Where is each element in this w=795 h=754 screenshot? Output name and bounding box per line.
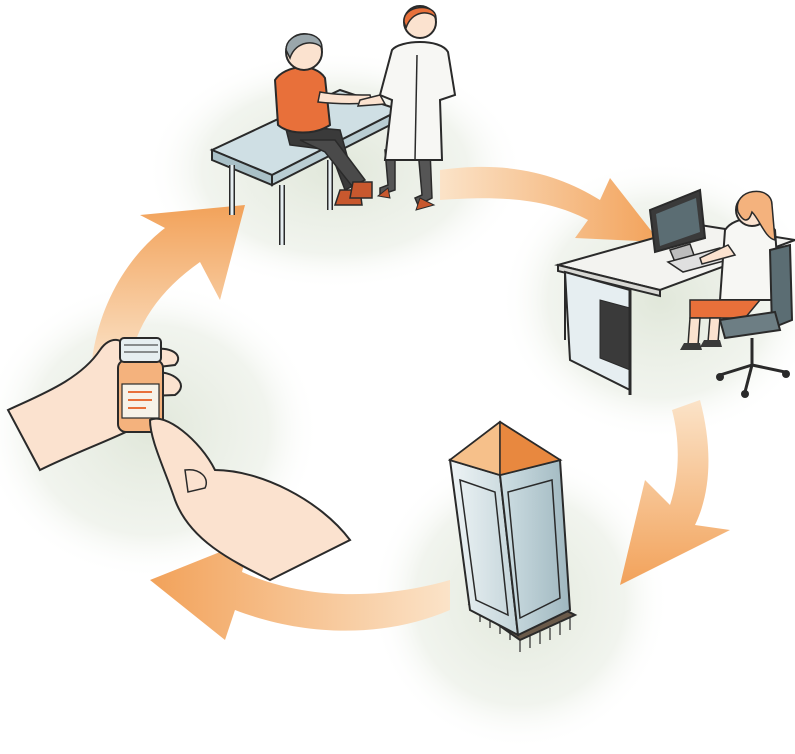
healthcare-cycle-diagram (0, 0, 795, 754)
diagram-canvas (0, 0, 795, 754)
